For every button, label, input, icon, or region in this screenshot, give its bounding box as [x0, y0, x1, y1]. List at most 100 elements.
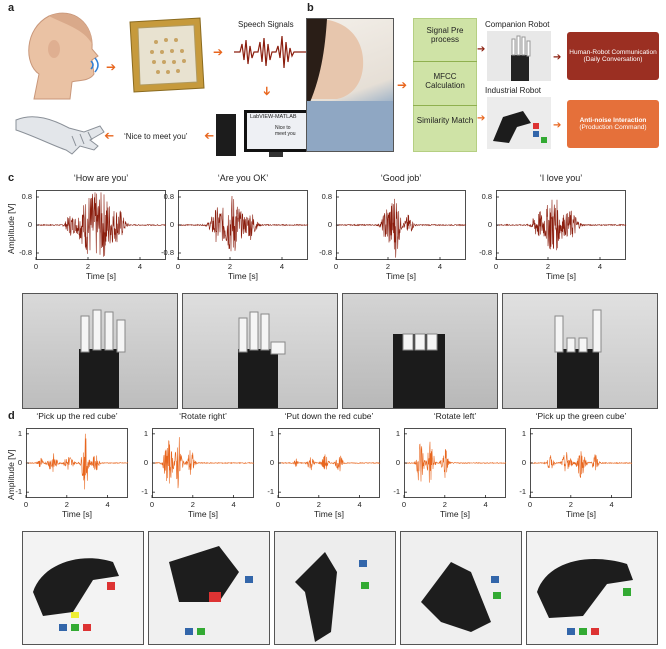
x-axis-label: Time [s] — [62, 509, 92, 519]
waveform-chart — [403, 428, 507, 498]
x-tick-label: 0 — [175, 262, 181, 271]
y-tick-label: 0 — [17, 458, 22, 467]
robot-arm-photo-rotate-left — [400, 531, 522, 645]
waveform-chart — [151, 428, 255, 498]
robot-hand-photo-good-job — [342, 293, 498, 409]
processing-pipeline-box — [413, 18, 477, 152]
y-tick-label: 0.8 — [321, 192, 332, 201]
x-tick-label: 2 — [385, 262, 391, 271]
y-tick-label: 1 — [269, 428, 274, 438]
x-tick-label: 4 — [231, 500, 236, 509]
x-axis-label: Time [s] — [546, 271, 576, 281]
x-tick-label: 2 — [85, 262, 91, 271]
robot-arm-photo-pick-green — [526, 531, 658, 645]
chart-title: ‘Rotate right’ — [179, 411, 227, 421]
y-tick-label: 0 — [521, 458, 526, 467]
chart-title: ‘Good job’ — [380, 173, 422, 183]
x-tick-label: 2 — [64, 500, 69, 509]
chart-title: ‘I love you’ — [539, 173, 583, 183]
anti-noise-subtitle: (Production Command) — [579, 124, 647, 131]
y-tick-label: -1 — [15, 487, 22, 497]
waveform-series — [335, 198, 467, 258]
x-tick-label: 0 — [149, 500, 155, 509]
y-tick-label: 0 — [169, 220, 174, 229]
waveform-chart — [335, 190, 467, 260]
x-tick-label: 4 — [483, 500, 488, 509]
step-similarity: Similarity Match — [416, 116, 474, 125]
y-tick-label: -0.8 — [319, 248, 332, 257]
chart-title: ‘Rotate left’ — [433, 411, 477, 421]
x-tick-label: 0 — [33, 262, 39, 271]
y-tick-label: -1 — [141, 487, 148, 497]
x-tick-label: 4 — [105, 500, 110, 509]
y-tick-label: 0 — [269, 458, 274, 467]
waveform-chart — [35, 190, 167, 260]
x-axis-label: Time [s] — [386, 271, 416, 281]
arrow-right-icon: ➔ — [106, 60, 117, 74]
human-head-illustration — [28, 12, 99, 100]
x-axis-label: Time [s] — [314, 509, 344, 519]
y-tick-label: 1 — [521, 428, 526, 438]
x-tick-label: 0 — [401, 500, 407, 509]
waveform-series — [529, 451, 633, 478]
response-quote: ‘Nice to meet you’ — [124, 132, 188, 141]
speech-waveform-illustration — [234, 35, 306, 69]
x-axis-label: Time [s] — [228, 271, 258, 281]
arrow-right-icon: ➔ — [477, 113, 486, 124]
industrial-robot-label: Industrial Robot — [485, 86, 542, 95]
y-tick-label: 1 — [395, 428, 400, 438]
step-mfcc: MFCC Calculation — [425, 72, 465, 90]
step-signal-preprocess: Signal Pre process — [426, 26, 464, 44]
y-tick-label: 0 — [27, 220, 32, 229]
y-tick-label: -1 — [267, 487, 274, 497]
chart-title: ‘Are you OK’ — [217, 173, 269, 183]
chart-title: ‘Pick up the red cube’ — [36, 411, 118, 421]
robot-arm-photo-rotate-right — [148, 531, 270, 645]
arrow-right-icon: ➔ — [397, 78, 408, 92]
speaker-photo — [306, 18, 394, 152]
x-tick-label: 4 — [437, 262, 443, 271]
companion-robot-label: Companion Robot — [485, 20, 550, 29]
x-tick-label: 4 — [137, 262, 143, 271]
robot-hand-illustration — [15, 116, 105, 155]
x-tick-label: 2 — [316, 500, 321, 509]
x-tick-label: 0 — [333, 262, 339, 271]
sensor-device-illustration — [129, 17, 205, 93]
waveform-chart — [177, 190, 309, 260]
divider — [413, 105, 477, 106]
arrow-right-icon: ➔ — [553, 120, 562, 131]
panel-d-label: d — [8, 410, 15, 422]
chart-title: ‘How are you’ — [73, 173, 129, 183]
x-tick-label: 4 — [279, 262, 285, 271]
y-tick-label: 0 — [395, 458, 400, 467]
robot-arm-photo-pick-red — [22, 531, 144, 645]
x-tick-label: 2 — [442, 500, 447, 509]
hri-subtitle: (Daily Conversation) — [583, 56, 643, 63]
arrow-right-icon: ➔ — [477, 44, 486, 55]
waveform-series — [177, 195, 309, 252]
waveform-chart — [277, 428, 381, 498]
panel-c-label: c — [8, 172, 15, 184]
arrow-left-icon: ➔ — [204, 129, 215, 143]
y-tick-label: 1 — [143, 428, 148, 438]
robot-hand-photo-how-are-you — [22, 293, 178, 409]
chart-title: ‘Pick up the green cube’ — [535, 411, 627, 421]
y-tick-label: 0 — [143, 458, 148, 467]
x-axis-label: Time [s] — [440, 509, 470, 519]
y-tick-label: -1 — [519, 487, 526, 497]
arrow-right-icon: ➔ — [553, 52, 562, 63]
industrial-robot-photo — [487, 97, 551, 149]
anti-noise-title: Anti-noise Interaction — [579, 117, 647, 124]
speech-signals-label: Speech Signals — [238, 20, 294, 29]
x-tick-label: 0 — [527, 500, 533, 509]
panel-b-label: b — [307, 2, 314, 14]
robot-hand-photo-i-love-you — [502, 293, 658, 409]
waveform-chart — [495, 190, 627, 260]
waveform-series — [277, 454, 381, 472]
waveform-series — [35, 192, 167, 257]
waveform-series — [403, 441, 507, 483]
robot-arm-photo-put-down-red — [274, 531, 396, 645]
y-tick-label: -0.8 — [19, 248, 32, 257]
y-tick-label: 1 — [17, 428, 22, 438]
y-tick-label: -0.8 — [161, 248, 174, 257]
